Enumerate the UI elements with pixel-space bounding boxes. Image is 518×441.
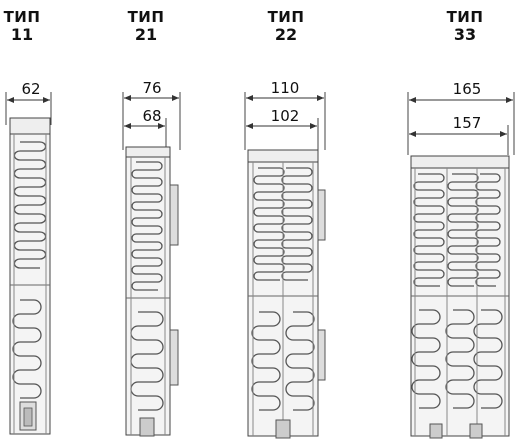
- type-number: 21: [134, 25, 158, 44]
- type-11-width-label: 62: [21, 80, 41, 98]
- type-33-title: ТИП 33: [445, 8, 485, 44]
- type-11-title: ТИП 11: [2, 8, 42, 44]
- type-label: ТИП: [127, 8, 165, 26]
- type-label: ТИП: [3, 8, 41, 26]
- type-21-drawing: [122, 92, 181, 437]
- type-33-outer-width-label: 165: [452, 80, 482, 98]
- type-21-outer-width-label: 76: [142, 79, 162, 97]
- type-number: 33: [453, 25, 477, 44]
- type-22-title: ТИП 22: [266, 8, 306, 44]
- type-22-drawing: [244, 92, 326, 439]
- type-33-drawing: [407, 92, 515, 439]
- type-22-outer-width-label: 110: [270, 79, 300, 97]
- type-22-inner-width-label: 102: [270, 107, 300, 125]
- type-21-inner-width-label: 68: [142, 107, 162, 125]
- type-number: 11: [10, 25, 34, 44]
- type-label: ТИП: [446, 8, 484, 26]
- type-label: ТИП: [267, 8, 305, 26]
- type-11-drawing: [5, 92, 52, 435]
- type-21-title: ТИП 21: [126, 8, 166, 44]
- type-number: 22: [274, 25, 298, 44]
- type-11-convector-fins: [13, 141, 47, 269]
- type-33-inner-width-label: 157: [452, 114, 482, 132]
